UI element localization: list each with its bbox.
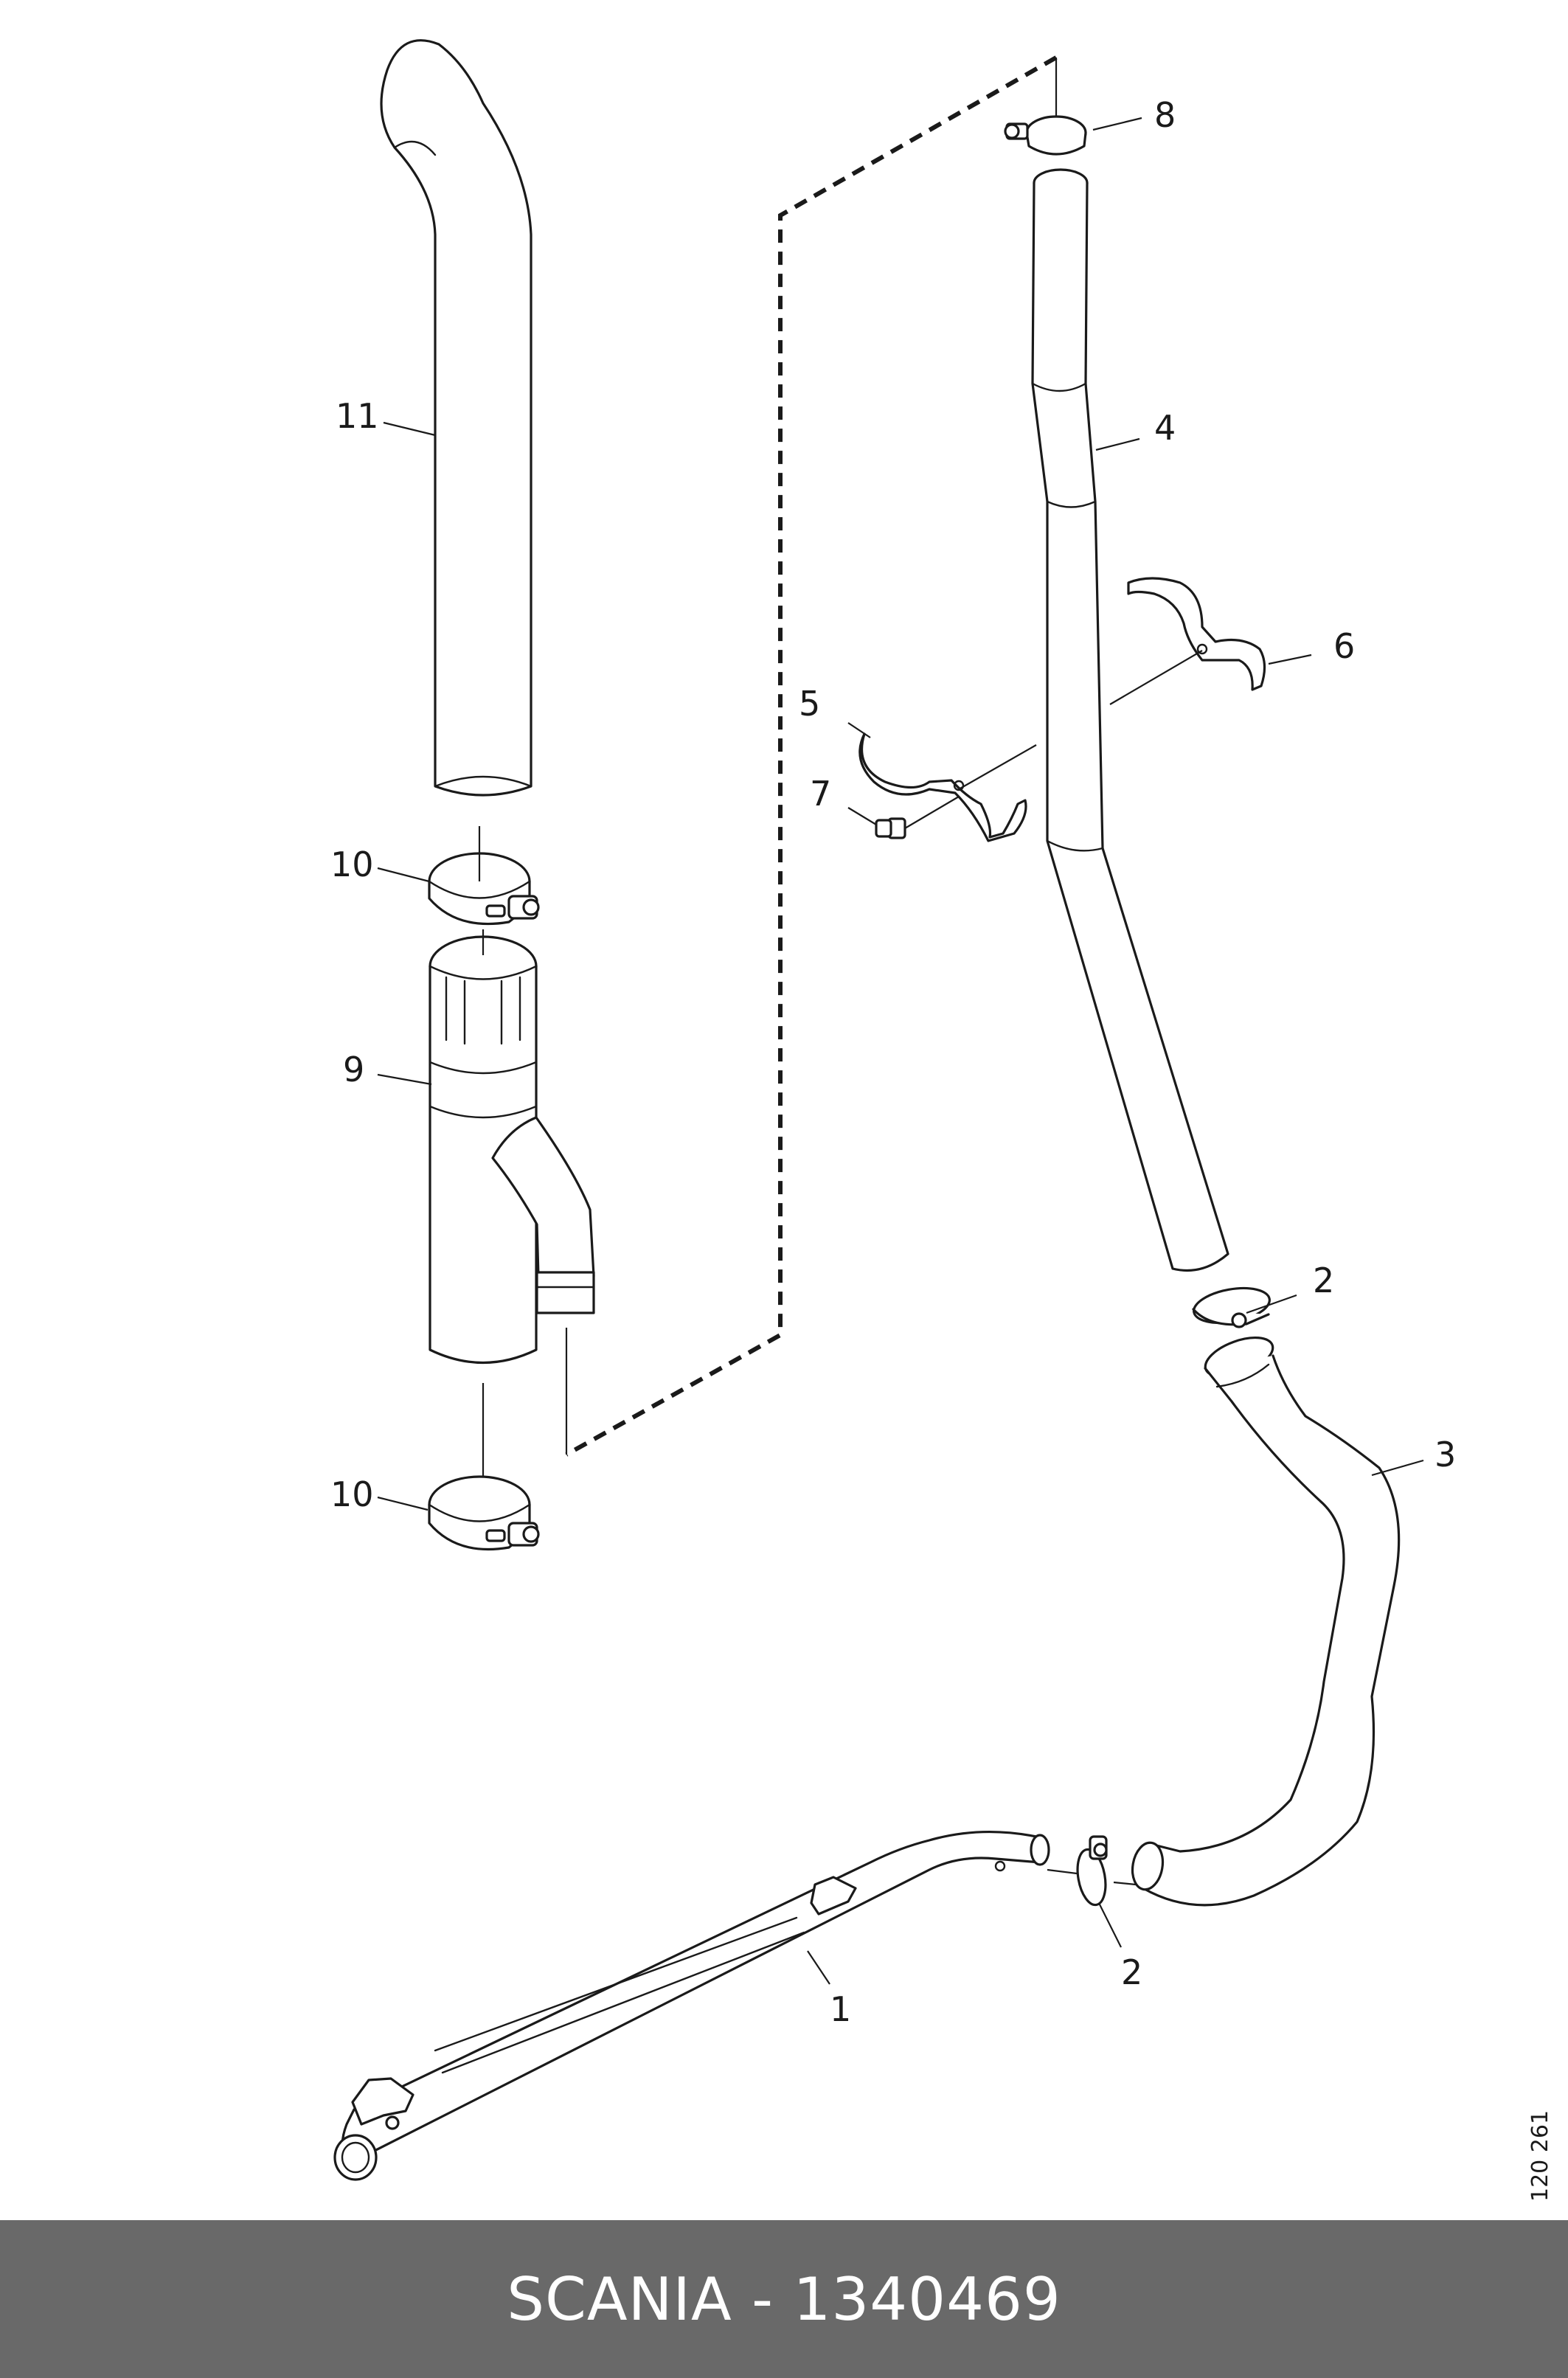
callout-2-lower: 2 [1121, 1952, 1142, 1992]
callout-1: 1 [830, 1989, 851, 2029]
part-6-bracket [1109, 577, 1266, 705]
callout-8: 8 [1154, 95, 1176, 135]
part-7-bolt [875, 796, 960, 839]
axis-line [1113, 1881, 1137, 1886]
axis-line [1047, 1868, 1078, 1875]
callout-10-lower: 10 [330, 1474, 374, 1514]
part-10-clamp-upper [428, 826, 540, 926]
callout-7: 7 [810, 774, 831, 814]
part-10-clamp-lower [428, 1475, 540, 1551]
callout-4: 4 [1154, 408, 1176, 448]
leader-lines [377, 117, 1424, 1985]
part-2-clamp-upper [1192, 1286, 1271, 1328]
footer-bar: SCANIA - 1340469 [0, 2220, 1568, 2378]
footer-part-number: SCANIA - 1340469 [507, 2264, 1061, 2334]
assembly-dashed-line [565, 55, 1058, 1457]
callout-9: 9 [343, 1050, 364, 1089]
callout-11: 11 [336, 396, 379, 436]
leader-7-axis [904, 796, 960, 829]
callout-3: 3 [1435, 1435, 1456, 1474]
part-5-bracket [858, 732, 1037, 842]
callout-2-upper: 2 [1313, 1261, 1334, 1300]
part-3-hose [1131, 1337, 1401, 1907]
part-4-exhaust-pipe [1031, 168, 1229, 1272]
part-9-y-pipe [429, 929, 595, 1497]
leader-5-axis [958, 744, 1037, 790]
part-1-front-pipe [333, 1831, 1050, 2181]
part-8-clamp-top [1004, 115, 1087, 156]
callout-10-upper: 10 [330, 845, 374, 884]
part-11-tail-pipe [380, 39, 533, 797]
exploded-parts-diagram: 11 10 9 10 8 4 5 7 6 2 3 2 1 120 261 [330, 39, 1553, 2202]
callout-5: 5 [799, 684, 820, 724]
document-reference: 120 261 [1527, 2110, 1553, 2202]
leader-6 [1109, 650, 1203, 705]
callout-6: 6 [1333, 626, 1355, 666]
part-2-clamp-lower [1047, 1835, 1137, 1907]
